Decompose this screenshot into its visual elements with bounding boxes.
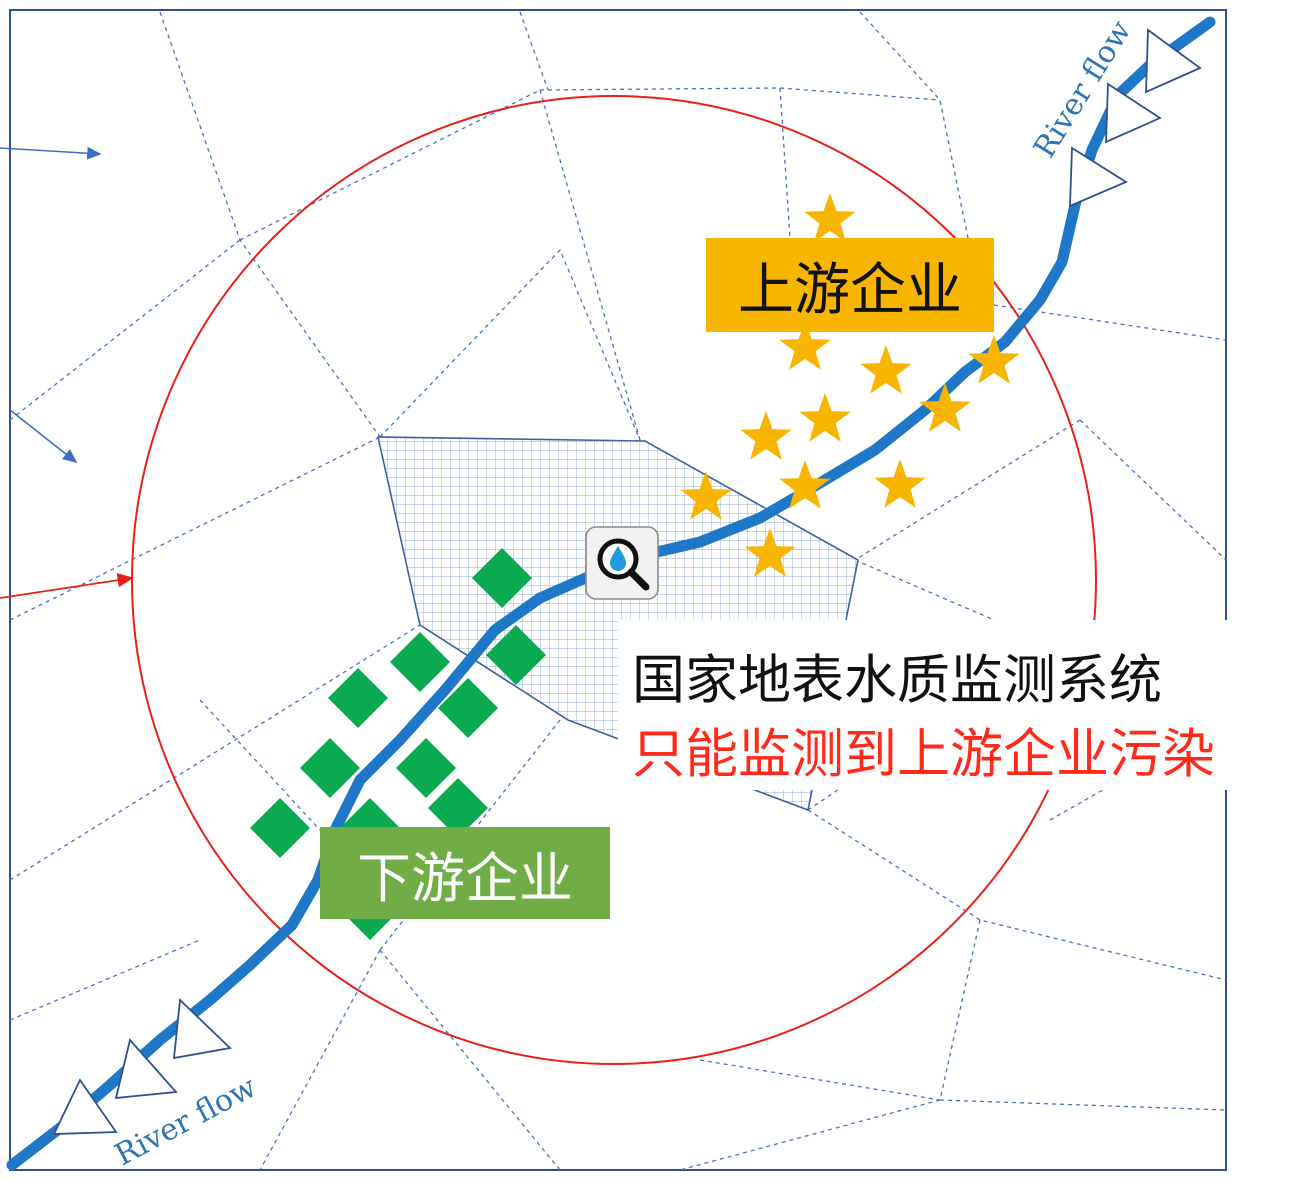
monitoring-radius-circle [131,95,1097,1065]
flow-arrow-middle [9,409,78,463]
triangle-arrow-icon [1105,82,1162,144]
triangle-arrow-icon [114,1038,178,1100]
diamond-icon [428,778,488,838]
flow-triangles [52,28,1202,1135]
flow-arrow-top [0,146,102,160]
radius-arrow [0,573,134,599]
star-icon [779,460,831,509]
star-icon [874,459,926,508]
star-icon [740,411,792,460]
star-icon [779,321,831,370]
triangle-arrow-icon [52,1078,118,1135]
monitoring-caption: 国家地表水质监测系统 只能监测到上游企业污染 [618,620,1228,790]
star-icon [919,383,971,432]
star-icon [744,528,796,577]
caption-line-warning: 只能监测到上游企业污染 [632,724,1215,785]
diamond-icon [396,738,456,798]
downstream-enterprise-label: 下游企业 [320,827,610,919]
upstream-enterprise-label: 上游企业 [706,238,994,332]
downstream-enterprises [250,548,546,940]
monitoring-station[interactable] [585,526,659,600]
magnifier-water-drop-icon [597,538,650,591]
upstream-enterprises [680,193,1020,577]
diamond-icon [390,632,450,692]
star-icon [860,345,912,394]
diamond-icon [486,625,546,685]
star-icon [804,193,856,242]
star-icon [799,393,851,442]
star-icon [968,335,1020,384]
triangle-arrow-icon [1069,146,1128,208]
triangle-arrow-icon [1145,28,1202,94]
diamond-icon [472,548,532,608]
diamond-icon [250,798,310,858]
caption-line-system: 国家地表水质监测系统 [632,650,1162,711]
triangle-arrow-icon [172,998,232,1060]
diamond-icon [328,668,388,728]
diamond-icon [438,678,498,738]
star-icon [680,471,732,520]
diamond-icon [300,738,360,798]
map-frame [9,9,1227,1171]
